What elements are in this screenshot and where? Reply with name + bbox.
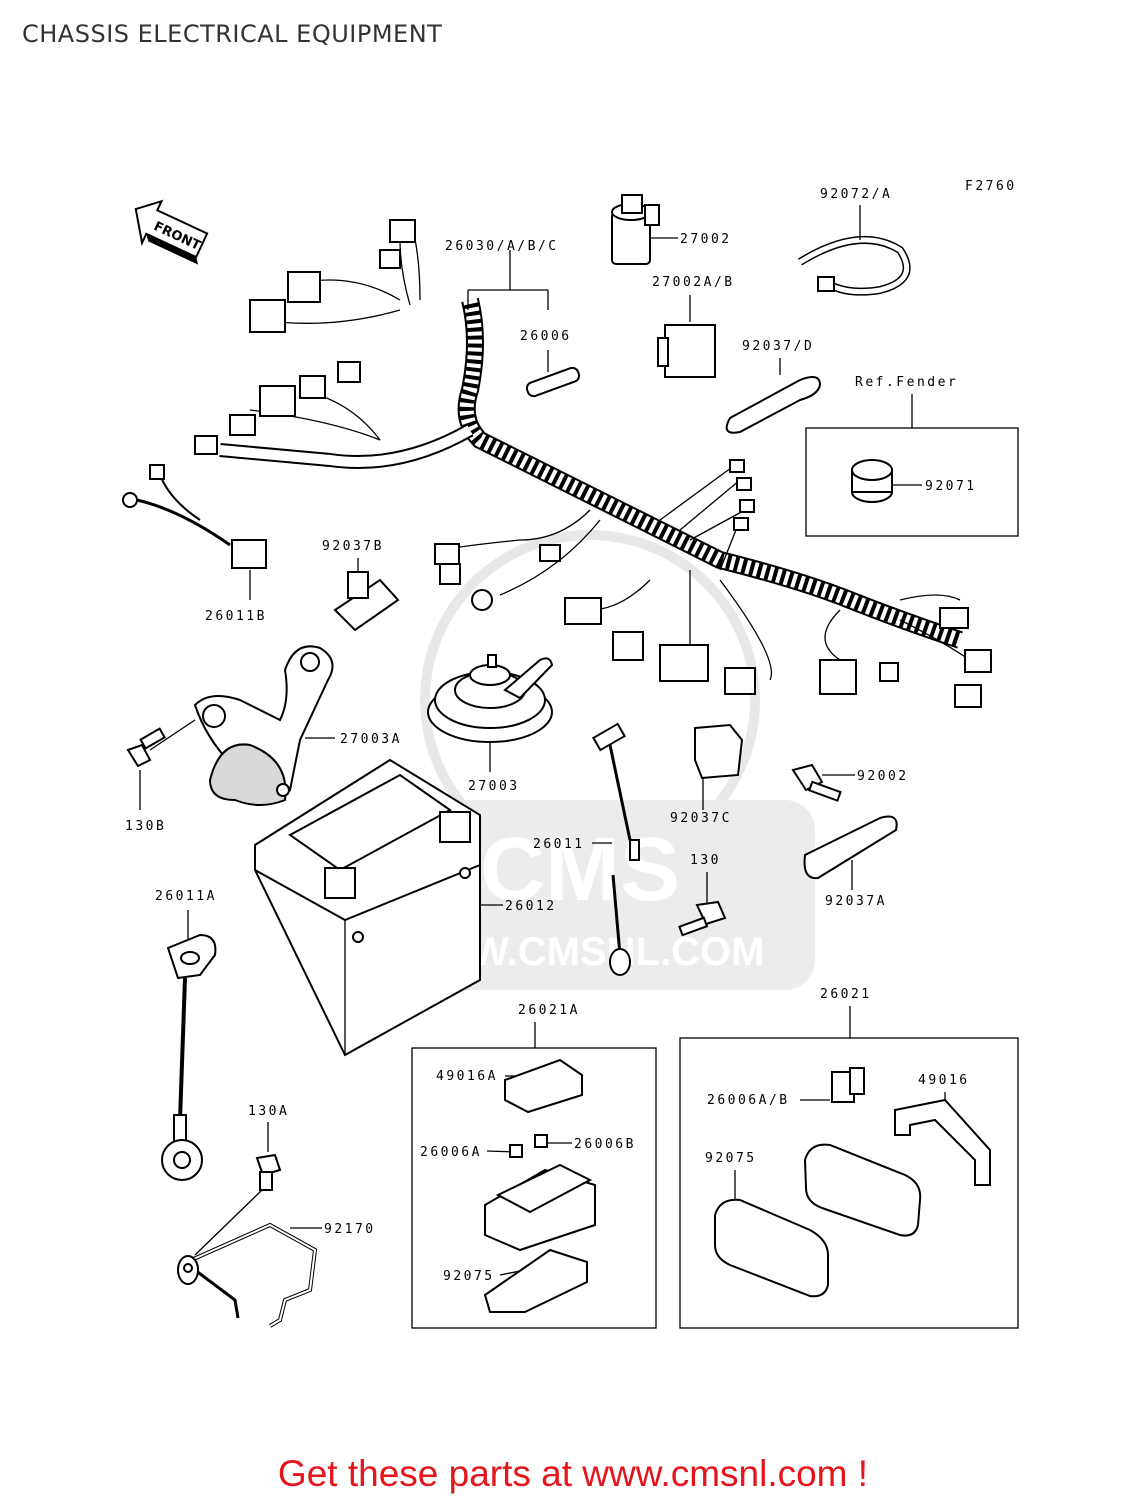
- cover-92075-part: [714, 1143, 922, 1298]
- battery-clamp-part: [177, 1222, 318, 1328]
- label-130: 130: [690, 853, 721, 868]
- label-92002: 92002: [857, 769, 909, 784]
- label-92037D: 92037/D: [742, 339, 814, 354]
- wiring-harness: [194, 219, 992, 708]
- bracket-49016-part: [894, 1098, 991, 1186]
- grommet-part: [851, 459, 893, 503]
- clamp-b-part: [333, 571, 400, 632]
- page-title: CHASSIS ELECTRICAL EQUIPMENT: [22, 20, 443, 48]
- bolt-130-part: [678, 900, 727, 937]
- cable-strap-part: [797, 236, 911, 296]
- label-92072A: 92072/A: [820, 187, 892, 202]
- label-26030: 26030/A/B/C: [445, 239, 559, 254]
- horn-bracket-part: [193, 645, 334, 806]
- label-26006AB: 26006A/B: [707, 1093, 790, 1108]
- ref-fender-label: Ref.Fender: [855, 375, 958, 390]
- label-49016A: 49016A: [436, 1069, 498, 1084]
- label-92037B: 92037B: [322, 539, 384, 554]
- label-26021: 26021: [820, 987, 872, 1002]
- fuse-ab-part: [831, 1067, 865, 1103]
- fuse-case-part: [483, 1248, 588, 1313]
- label-27003A: 27003A: [340, 732, 402, 747]
- label-26011A: 26011A: [155, 889, 217, 904]
- lead-26011a-part: [161, 933, 217, 1181]
- watermark-brand: CMS: [480, 820, 680, 920]
- front-arrow-icon: FRONT: [134, 199, 209, 265]
- clamp-c-part: [694, 723, 744, 780]
- clamp-d-part: [725, 375, 822, 434]
- fuse-box-part: [484, 1163, 596, 1252]
- parts-diagram: CMS WWW.CMSNL.COM F2760 FRONT: [122, 179, 1019, 1329]
- bolt-130b-part: [126, 727, 166, 768]
- bolt-130a-part: [255, 1153, 282, 1191]
- label-26011: 26011: [533, 837, 585, 852]
- lead-26011-part: [592, 722, 640, 976]
- label-27002: 27002: [680, 232, 732, 247]
- label-49016: 49016: [918, 1073, 970, 1088]
- label-92075a: 92075: [443, 1269, 495, 1284]
- battery-part: [254, 758, 481, 1057]
- label-26006B: 26006B: [574, 1137, 636, 1152]
- label-92037C: 92037C: [670, 811, 732, 826]
- label-92075b: 92075: [705, 1151, 757, 1166]
- figure-code: F2760: [965, 179, 1017, 194]
- label-26006A: 26006A: [420, 1145, 482, 1160]
- label-130B: 130B: [125, 819, 166, 834]
- label-26012: 26012: [505, 899, 557, 914]
- horn-part: [427, 654, 554, 743]
- label-92037A: 92037A: [825, 894, 887, 909]
- clamp-a-part: [803, 815, 898, 880]
- relay-box-part: [657, 324, 716, 378]
- label-92170: 92170: [324, 1222, 376, 1237]
- label-26006: 26006: [520, 329, 572, 344]
- bolt-92002-part: [791, 763, 842, 802]
- label-26011B: 26011B: [205, 609, 267, 624]
- relay-part: [611, 194, 660, 265]
- lead-26011b-part: [122, 464, 267, 569]
- fuse-cover-part: [504, 1058, 583, 1114]
- label-92071: 92071: [925, 479, 977, 494]
- fuse-part: [525, 366, 581, 398]
- label-26021A: 26021A: [518, 1003, 580, 1018]
- label-27002AB: 27002A/B: [652, 275, 735, 290]
- footer-link[interactable]: Get these parts at www.cmsnl.com !: [277, 1453, 869, 1494]
- label-27003: 27003: [468, 779, 520, 794]
- label-130A: 130A: [248, 1104, 289, 1119]
